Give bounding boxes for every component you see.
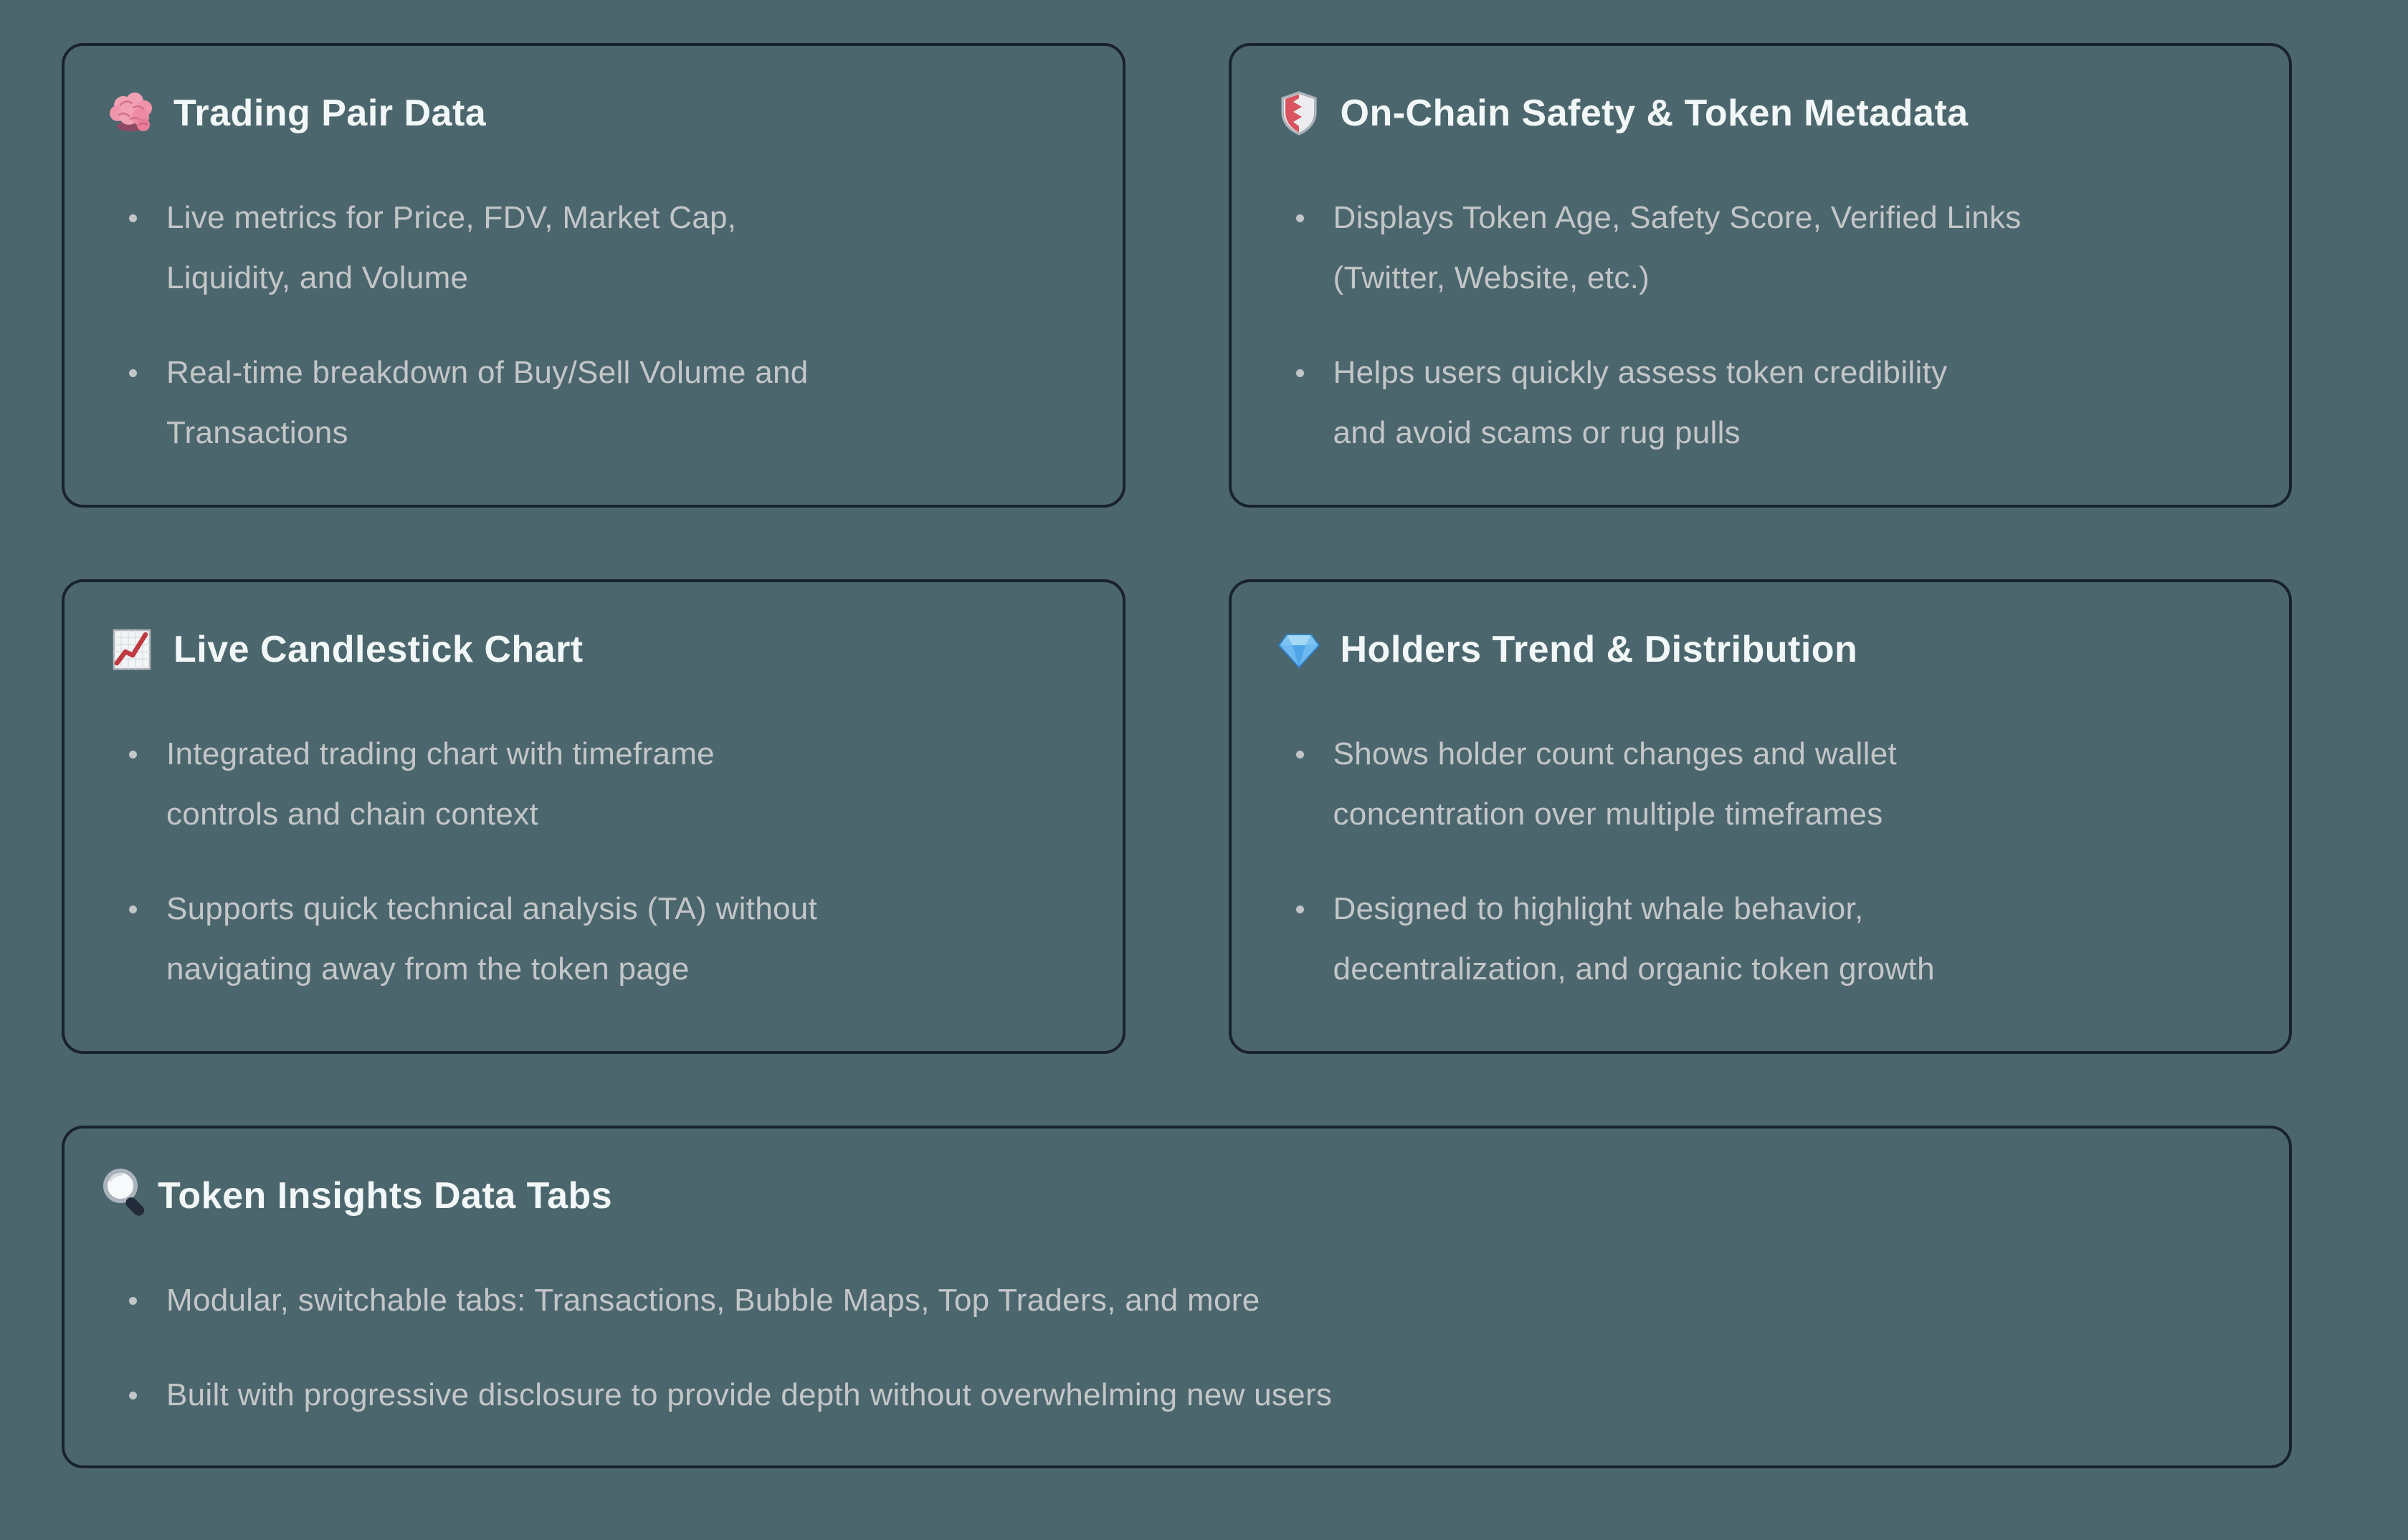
card-onchain-safety-token-metadata: On-Chain Safety & Token Metadata Display…	[1228, 43, 2292, 508]
magnifying-glass-icon	[97, 1166, 158, 1226]
bullet-list: Integrated trading chart with timeframe …	[108, 724, 1080, 999]
bullet-item: Live metrics for Price, FDV, Market Cap,…	[108, 188, 1080, 308]
card-title-row: Live Candlestick Chart	[108, 621, 1080, 678]
card-title-row: On-Chain Safety & Token Metadata	[1275, 85, 2247, 142]
bullet-item: Designed to highlight whale behavior, de…	[1275, 879, 2247, 999]
bullet-list: Live metrics for Price, FDV, Market Cap,…	[108, 188, 1080, 463]
card-token-insights-data-tabs: Token Insights Data Tabs Modular, switch…	[62, 1126, 2292, 1468]
bullet-item: Integrated trading chart with timeframe …	[108, 724, 1080, 845]
bullet-item: Modular, switchable tabs: Transactions, …	[108, 1270, 2246, 1331]
shield-icon	[1275, 90, 1323, 136]
bullet-item: Helps users quickly assess token credibi…	[1275, 343, 2247, 463]
card-title-text: Holders Trend & Distribution	[1340, 629, 1858, 670]
card-title-row: Token Insights Data Tabs	[103, 1167, 2246, 1225]
bullet-item: Supports quick technical analysis (TA) w…	[108, 879, 1080, 999]
bullet-list: Displays Token Age, Safety Score, Verifi…	[1275, 188, 2247, 463]
bullet-item: Shows holder count changes and wallet co…	[1275, 724, 2247, 845]
card-title-row: Holders Trend & Distribution	[1275, 621, 2247, 678]
bullet-item: Real-time breakdown of Buy/Sell Volume a…	[108, 343, 1080, 463]
card-title-text: Token Insights Data Tabs	[158, 1175, 613, 1217]
bullet-item: Displays Token Age, Safety Score, Verifi…	[1275, 188, 2247, 308]
bullet-item: Built with progressive disclosure to pro…	[108, 1365, 2246, 1425]
card-live-candlestick-chart: Live Candlestick Chart Integrated tradin…	[62, 579, 1126, 1054]
card-trading-pair-data: Trading Pair Data Live metrics for Price…	[62, 43, 1126, 508]
brain-icon	[108, 90, 156, 136]
card-holders-trend-distribution: Holders Trend & Distribution Shows holde…	[1228, 579, 2292, 1054]
card-title-text: On-Chain Safety & Token Metadata	[1340, 92, 1969, 134]
card-title-text: Trading Pair Data	[173, 92, 487, 134]
feature-card-grid: Trading Pair Data Live metrics for Price…	[62, 43, 2292, 1468]
gem-icon	[1275, 627, 1323, 672]
bullet-list: Shows holder count changes and wallet co…	[1275, 724, 2247, 999]
card-title-text: Live Candlestick Chart	[173, 629, 584, 670]
card-title-row: Trading Pair Data	[108, 85, 1080, 142]
bullet-list: Modular, switchable tabs: Transactions, …	[108, 1270, 2246, 1425]
chart-increasing-icon	[108, 627, 156, 672]
